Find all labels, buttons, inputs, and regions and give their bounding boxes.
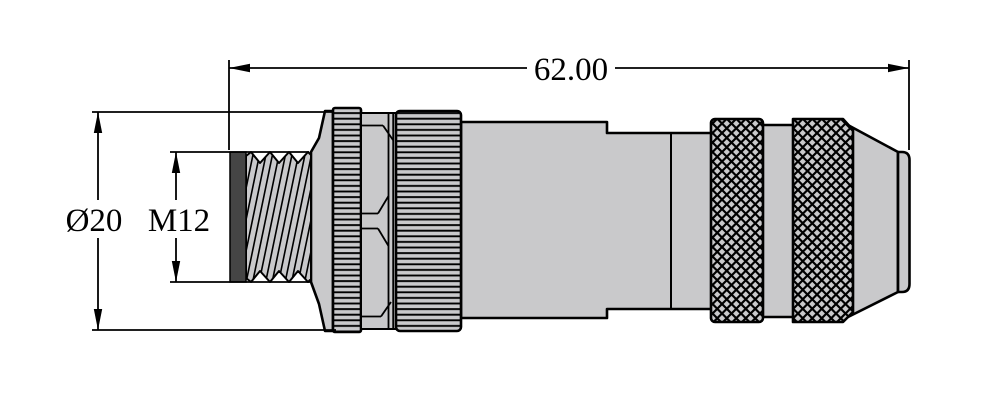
knurled-ring-small bbox=[331, 106, 363, 334]
knurled-ring-large bbox=[394, 109, 463, 333]
arrowhead-up bbox=[93, 112, 103, 133]
arrowhead-down bbox=[93, 309, 103, 330]
flange bbox=[309, 109, 335, 333]
arrowhead-down bbox=[171, 261, 181, 282]
gasket-face bbox=[229, 151, 247, 283]
diameter-label: Ø20 bbox=[66, 203, 123, 239]
hex-nut bbox=[360, 112, 397, 330]
arrowhead-right bbox=[888, 63, 909, 73]
diamond-knurl-front bbox=[709, 117, 765, 324]
length-label: 62.00 bbox=[534, 52, 608, 88]
dimension-overall-length: 62.00 bbox=[228, 52, 910, 150]
dimension-outer-diameter: Ø20 bbox=[66, 111, 336, 331]
arrowhead-up bbox=[171, 152, 181, 173]
dimension-thread: M12 bbox=[148, 151, 312, 283]
arrowhead-left bbox=[229, 63, 250, 73]
thread-label: M12 bbox=[148, 203, 210, 239]
connector-body-group bbox=[229, 106, 911, 334]
diamond-knurl-rear bbox=[791, 117, 855, 324]
cable-end-cap bbox=[896, 150, 911, 294]
